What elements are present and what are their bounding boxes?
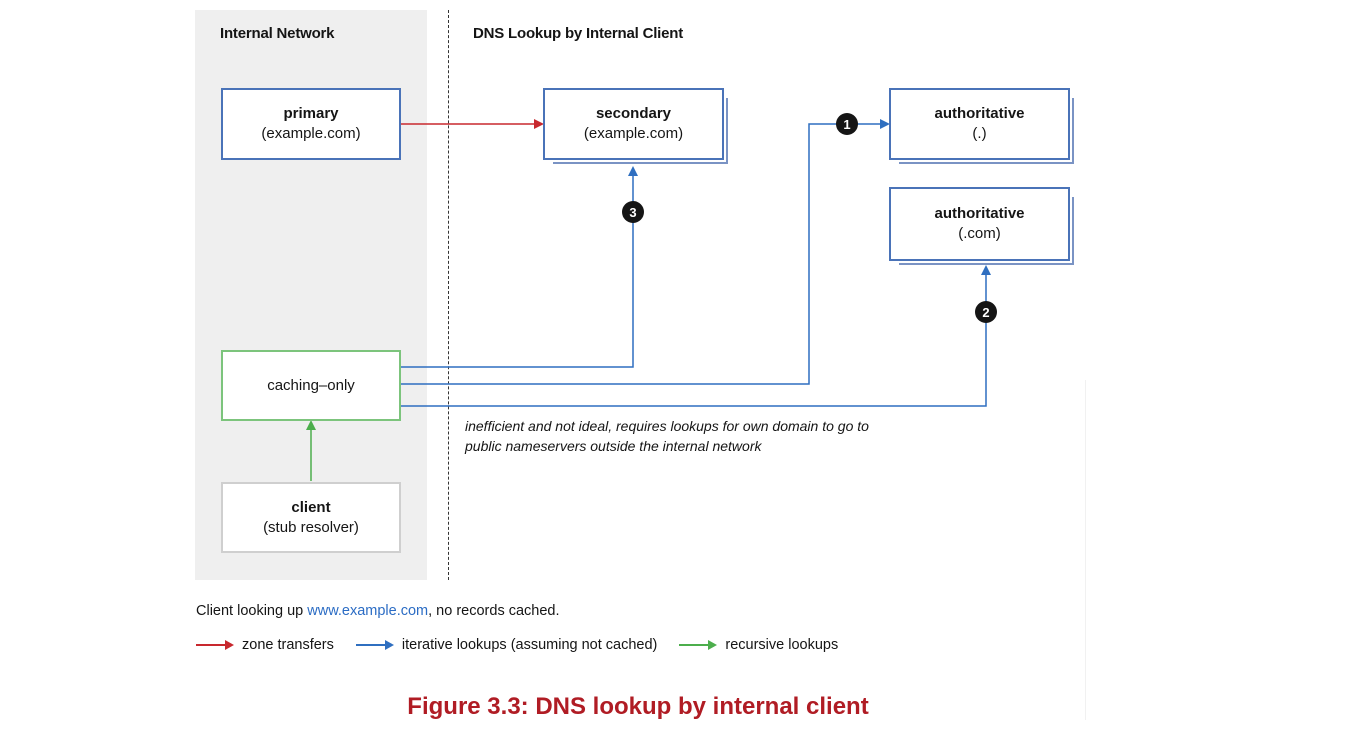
blue-arrow-icon: [355, 640, 394, 650]
legend-recursive-label: recursive lookups: [725, 637, 839, 653]
red-arrow-icon: [196, 640, 234, 650]
step-2-label: 2: [982, 305, 989, 320]
step-3-badge: 3: [622, 201, 644, 223]
primary-node: primary (example.com): [221, 88, 401, 160]
caching-only-node: caching–only: [221, 350, 401, 421]
client-subtitle: (stub resolver): [263, 518, 359, 536]
dns-lookup-heading: DNS Lookup by Internal Client: [473, 25, 684, 42]
legend-recursive-lookups: recursive lookups: [679, 637, 838, 653]
lookup-root-arrow: [401, 119, 890, 385]
step-1-badge: 1: [836, 113, 858, 135]
page-edge-line: [1085, 380, 1086, 720]
note-line-1: inefficient and not ideal, requires look…: [465, 418, 869, 434]
step-2-badge: 2: [975, 301, 997, 323]
secondary-domain: (example.com): [583, 125, 684, 142]
client-node: client (stub resolver): [221, 482, 401, 553]
caption-link[interactable]: www.example.com: [307, 603, 429, 619]
figure-title: Figure 3.3: DNS lookup by internal clien…: [407, 693, 869, 720]
authoritative-com-domain: (.com): [958, 225, 1001, 242]
secondary-node: secondary (example.com): [543, 88, 724, 160]
authoritative-root-node: authoritative (.): [889, 88, 1070, 160]
scenario-caption: Client looking up www.example.com, no re…: [196, 603, 560, 619]
legend-iterative-label: iterative lookups (assuming not cached): [401, 637, 658, 653]
caching-only-title: caching–only: [267, 376, 355, 394]
lookup-com-arrow: [401, 265, 991, 407]
green-arrow-icon: [679, 640, 718, 650]
step-3-label: 3: [629, 205, 636, 220]
legend-iterative-lookups: iterative lookups (assuming not cached): [355, 637, 658, 653]
client-title: client: [291, 498, 331, 516]
authoritative-com-node: authoritative (.com): [889, 187, 1070, 261]
step-1-label: 1: [843, 117, 850, 132]
authoritative-root-domain: (.): [972, 125, 987, 142]
legend-zone-transfers: zone transfers: [196, 637, 334, 653]
caption-prefix: Client looking up: [196, 603, 308, 619]
note-line-2: public nameservers outside the internal …: [465, 438, 762, 454]
authoritative-com-title: authoritative: [934, 205, 1025, 222]
secondary-title: secondary: [595, 105, 672, 122]
primary-domain: (example.com): [261, 125, 361, 142]
caption-suffix: , no records cached.: [428, 603, 560, 619]
lookup-secondary-arrow: [401, 166, 638, 368]
internal-network-heading: Internal Network: [220, 25, 335, 42]
inefficiency-note: inefficient and not ideal, requires look…: [465, 416, 985, 456]
primary-title: primary: [283, 105, 339, 122]
legend-zone-label: zone transfers: [242, 637, 334, 653]
authoritative-root-title: authoritative: [934, 105, 1025, 122]
legend: zone transfers iterative lookups (assumi…: [196, 637, 860, 653]
network-boundary-line: [448, 10, 449, 580]
